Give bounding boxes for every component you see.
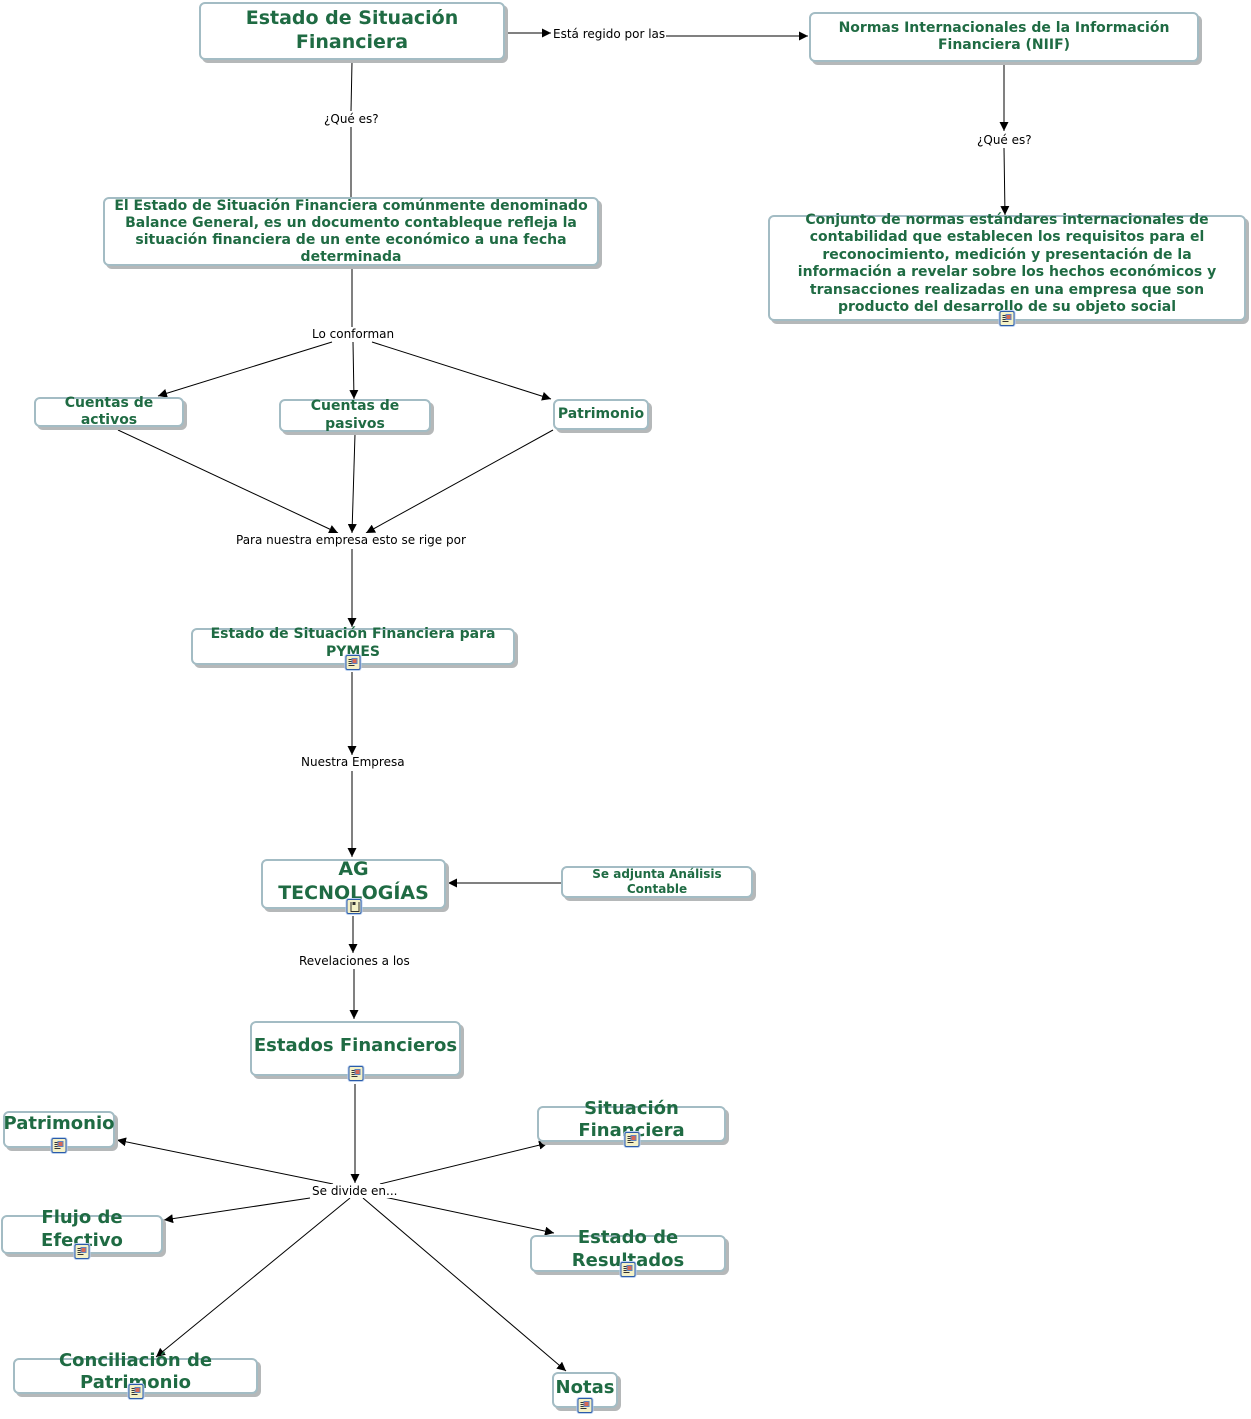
edge-conforman-to-patrimonio — [371, 341, 552, 401]
edge-esf-to-quees — [350, 61, 353, 112]
document-resource-icon[interactable] — [348, 1066, 363, 1081]
edge-divide-to-patrimonio — [116, 1137, 334, 1185]
linking-phrase-lo-conforman[interactable]: Lo conforman — [311, 327, 396, 341]
edge-conforman-to-pasivos — [349, 341, 359, 400]
linking-phrase-para-empresa[interactable]: Para nuestra empresa esto se rige por — [235, 533, 467, 547]
edge-patrimonio-to-rige — [365, 429, 554, 534]
linking-phrase-revelaciones[interactable]: Revelaciones a los — [298, 954, 411, 968]
concept-label: Patrimonio — [3, 1113, 115, 1135]
document-resource-icon[interactable] — [624, 1132, 639, 1147]
edge-quees2-to-defniif — [1000, 147, 1010, 216]
concept-conciliacion-patrimonio[interactable]: Conciliación de Patrimonio — [13, 1350, 258, 1399]
linking-phrase-que-es[interactable]: ¿Qué es? — [323, 112, 380, 126]
concept-estado-resultados[interactable]: Estado de Resultados — [530, 1227, 726, 1277]
concept-ag-tecnologias[interactable]: AG TECNOLOGÍAS — [261, 858, 446, 914]
document-resource-icon[interactable] — [51, 1138, 67, 1153]
edge-divide-to-conciliacion — [155, 1197, 351, 1358]
document-resource-icon[interactable] — [128, 1384, 143, 1399]
concept-label: Cuentas de activos — [64, 394, 154, 429]
document-resource-icon[interactable] — [577, 1398, 593, 1413]
concept-estados-financieros[interactable]: Estados Financieros — [250, 1021, 461, 1081]
concept-label: Normas Internacionales de la Información… — [838, 19, 1170, 54]
document-resource-icon[interactable] — [620, 1262, 636, 1277]
linking-phrase-nuestra-empresa[interactable]: Nuestra Empresa — [300, 755, 406, 769]
edge-divide-to-resultados — [383, 1196, 555, 1236]
concept-label: El Estado de Situación Financiera comúnm… — [114, 197, 588, 265]
edge-divide-to-notas — [362, 1197, 567, 1372]
linking-phrase-regido[interactable]: Está regido por las — [552, 27, 667, 41]
concept-label: Conjunto de normas estándares internacio… — [797, 211, 1217, 316]
concept-label: Conciliación de Patrimonio — [58, 1349, 213, 1394]
concept-definicion-niif[interactable]: Conjunto de normas estándares internacio… — [768, 211, 1246, 326]
concept-esf-pymes[interactable]: Estado de Situación Financiera para PYME… — [191, 626, 515, 670]
linking-phrase-que-es-niif[interactable]: ¿Qué es? — [976, 133, 1033, 147]
concept-situacion-financiera[interactable]: Situación Financiera — [537, 1098, 726, 1147]
concept-label: Flujo de Efectivo — [41, 1207, 123, 1251]
concept-label: AG TECNOLOGÍAS — [278, 858, 429, 904]
linking-phrase-se-divide[interactable]: Se divide en... — [311, 1184, 399, 1198]
edge-activos-to-rige — [117, 429, 339, 534]
concept-estado-situacion-financiera[interactable]: Estado de Situación Financiera — [199, 2, 505, 60]
edge-pasivos-to-rige — [347, 433, 357, 534]
concept-label: Cuentas de pasivos — [310, 398, 400, 432]
concept-patrimonio[interactable]: Patrimonio — [3, 1111, 115, 1153]
concept-label: Patrimonio — [557, 405, 645, 422]
edge-divide-to-flujo — [163, 1197, 311, 1224]
concept-label: Estado de Situación Financiera — [245, 7, 459, 53]
edge-conforman-to-activos — [157, 341, 333, 398]
concept-map-resource-icon[interactable] — [346, 899, 361, 914]
concept-label: Notas — [555, 1376, 615, 1398]
concept-niif[interactable]: Normas Internacionales de la Información… — [809, 12, 1199, 62]
concept-label: Situación Financiera — [578, 1097, 685, 1142]
concept-cuentas-pasivos[interactable]: Cuentas de pasivos — [279, 398, 431, 432]
concept-label: Estado de Situación Financiera para PYME… — [210, 626, 496, 660]
concept-cuentas-activos[interactable]: Cuentas de activos — [34, 394, 184, 429]
document-resource-icon[interactable] — [345, 655, 361, 670]
edge-divide-to-situacion — [379, 1140, 549, 1185]
concept-label: Estado de Resultados — [571, 1227, 685, 1271]
document-resource-icon[interactable] — [74, 1244, 90, 1259]
concept-analisis-contable[interactable]: Se adjunta Análisis Contable — [561, 866, 753, 898]
concept-notas[interactable]: Notas — [552, 1372, 618, 1413]
document-resource-icon[interactable] — [999, 311, 1015, 326]
concept-label: Estados Financieros — [253, 1035, 458, 1057]
concept-label: Se adjunta Análisis Contable — [592, 867, 722, 896]
concept-patrimonio-componente[interactable]: Patrimonio — [553, 399, 649, 430]
concept-flujo-efectivo[interactable]: Flujo de Efectivo — [1, 1207, 163, 1259]
concept-definicion-esf[interactable]: El Estado de Situación Financiera comúnm… — [103, 197, 599, 266]
